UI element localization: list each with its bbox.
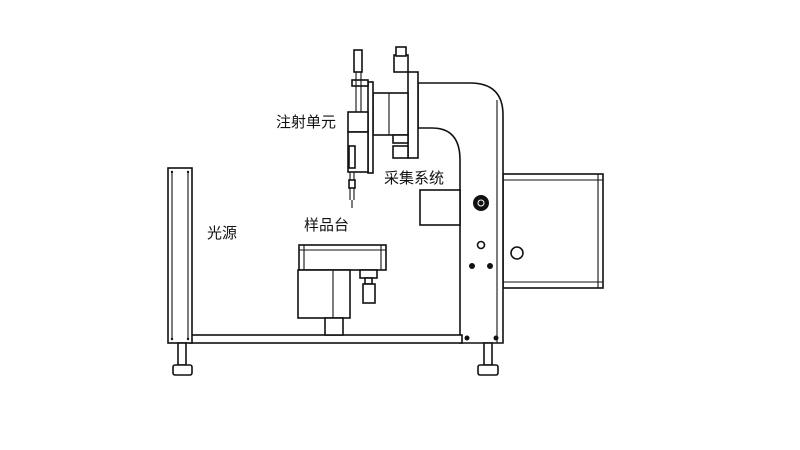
sample-stage [297, 244, 387, 336]
label-acquisition-system: 采集系统 [384, 169, 445, 187]
foot-right [477, 342, 499, 376]
camera-assembly [372, 46, 419, 159]
label-injection-unit: 注射单元 [276, 113, 337, 131]
control-knob [473, 195, 489, 211]
acquisition-panel [419, 189, 461, 226]
label-light-source: 光源 [207, 224, 238, 242]
side-drawer [502, 173, 604, 289]
light-source [167, 167, 193, 344]
foot-left [172, 342, 193, 376]
indicator-hole [476, 240, 486, 250]
base-rail [189, 334, 463, 344]
injection-unit [347, 49, 374, 208]
label-sample-stage: 样品台 [304, 216, 350, 234]
